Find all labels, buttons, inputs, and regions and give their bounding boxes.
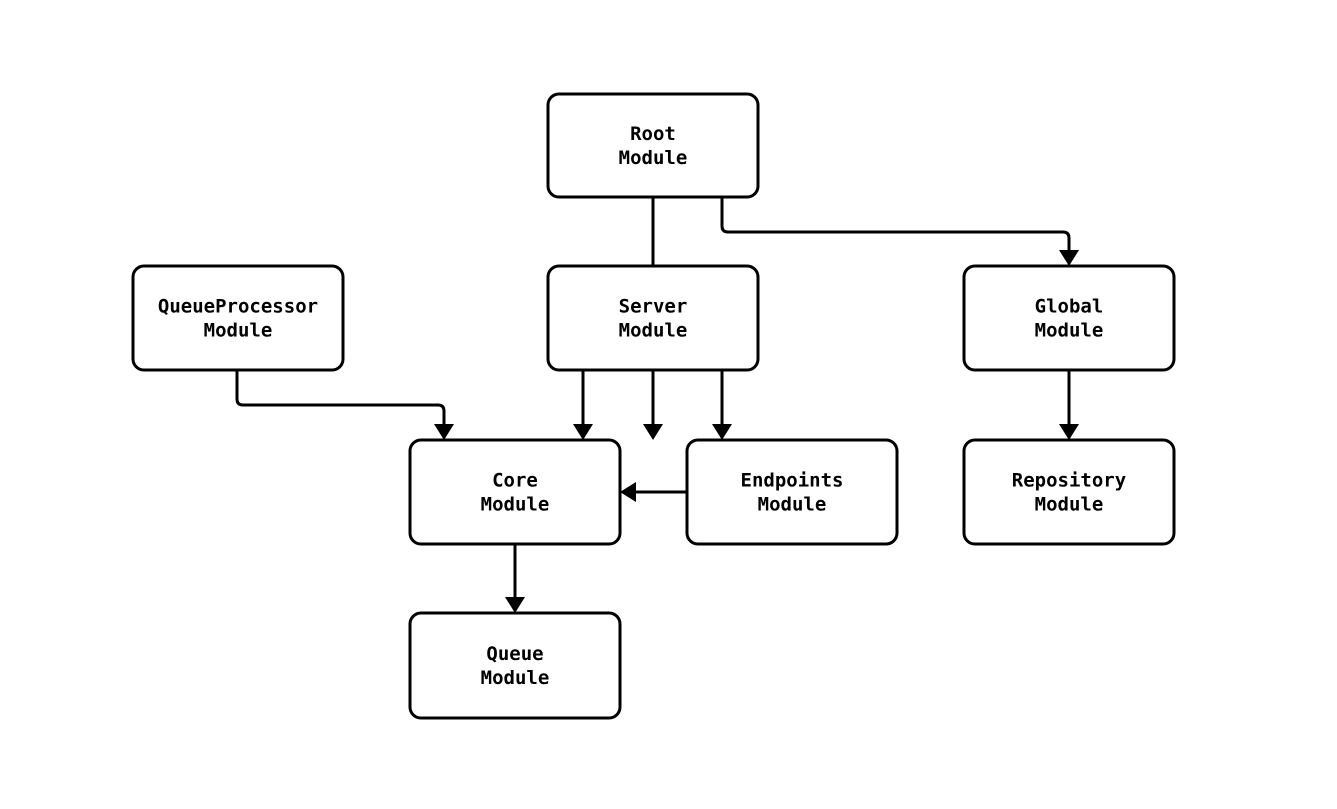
edge-root-to-global <box>720 197 1079 266</box>
node-label-primary: QueueProcessor <box>158 296 318 318</box>
node-box[interactable] <box>962 438 1176 546</box>
node-label-primary: Global <box>1035 296 1104 318</box>
edge-server-to-endpoints <box>712 370 732 440</box>
arrow-head-icon <box>1059 424 1079 440</box>
edge-core-to-queue <box>505 544 525 613</box>
node-label-secondary: Module <box>619 147 688 169</box>
node-box[interactable] <box>131 264 345 372</box>
edge-server-to-core <box>573 370 593 440</box>
node-label-primary: Root <box>630 123 676 145</box>
edge-endpoints-to-core <box>620 482 687 502</box>
arrow-head-icon <box>712 424 732 440</box>
edge-line <box>720 197 1071 250</box>
node-label-primary: Core <box>492 470 538 492</box>
node-label-secondary: Module <box>758 494 827 516</box>
arrow-head-icon <box>643 424 663 440</box>
nodes-layer: RootModuleQueueProcessorModuleServerModu… <box>131 92 1176 720</box>
edges-layer <box>235 197 1079 613</box>
node-box[interactable] <box>962 264 1176 372</box>
node-label-secondary: Module <box>1035 494 1104 516</box>
node-label-secondary: Module <box>481 494 550 516</box>
edge-global-to-repository <box>1059 370 1079 440</box>
arrow-head-icon <box>620 482 636 502</box>
arrow-head-icon <box>573 424 593 440</box>
node-label-secondary: Module <box>1035 320 1104 342</box>
arrow-head-icon <box>434 424 454 440</box>
edge-queueprocessor-to-core <box>235 370 454 440</box>
edge-line <box>235 370 446 424</box>
node-label-primary: Endpoints <box>741 470 844 492</box>
arrow-head-icon <box>505 597 525 613</box>
node-box[interactable] <box>685 438 899 546</box>
node-box[interactable] <box>546 264 760 372</box>
node-label-secondary: Module <box>481 667 550 689</box>
node-box[interactable] <box>408 611 622 720</box>
node-box[interactable] <box>408 438 622 546</box>
node-label-primary: Repository <box>1012 470 1126 492</box>
node-label-secondary: Module <box>619 320 688 342</box>
arrow-head-icon <box>1059 250 1079 266</box>
node-label-secondary: Module <box>204 320 273 342</box>
node-box[interactable] <box>546 92 760 199</box>
node-label-primary: Queue <box>486 643 543 665</box>
node-label-primary: Server <box>619 296 688 318</box>
